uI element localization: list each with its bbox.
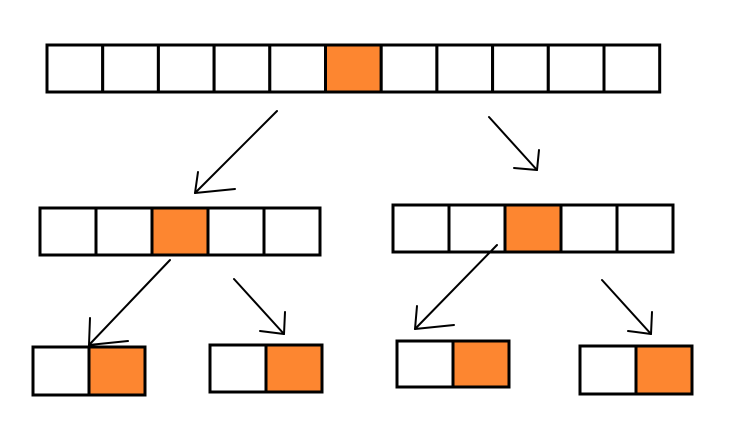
- pivot-cell: [150, 206, 210, 257]
- arrow-shaft: [233, 278, 285, 335]
- array-cell: [101, 43, 160, 94]
- array-cell: [435, 43, 495, 94]
- pivot-cell: [634, 344, 694, 396]
- arrow-head: [194, 171, 199, 194]
- array-cell: [491, 43, 550, 94]
- array-right: [391, 203, 675, 254]
- arrow-shaft: [601, 279, 652, 335]
- arrow-root-to-left: [194, 110, 278, 194]
- array-left-right: [208, 343, 324, 394]
- pivot-cell: [324, 43, 383, 94]
- arrow-head: [414, 324, 455, 330]
- arrow-right-to-right-right: [601, 279, 653, 335]
- array-cell: [391, 203, 451, 254]
- arrow-shaft: [488, 116, 538, 171]
- array-cell: [45, 43, 105, 94]
- arrow-root-to-right: [488, 116, 540, 171]
- arrow-head: [88, 317, 91, 346]
- array-cell: [546, 43, 606, 94]
- array-cell: [31, 345, 91, 397]
- pivot-cell: [503, 203, 563, 254]
- array-cell: [379, 43, 439, 94]
- array-cell: [268, 43, 327, 94]
- array-left: [38, 206, 322, 257]
- array-right-left: [395, 339, 511, 389]
- array-left-left: [31, 345, 147, 397]
- arrow-head: [259, 330, 285, 335]
- array-cell: [212, 43, 272, 94]
- array-cell: [578, 344, 638, 396]
- array-cell: [447, 203, 507, 254]
- array-cell: [206, 206, 266, 257]
- array-cell: [615, 203, 675, 254]
- arrow-head: [536, 149, 540, 171]
- array-cell: [395, 339, 455, 389]
- array-cell: [156, 43, 216, 94]
- arrow-head: [88, 340, 129, 346]
- arrow-head: [283, 311, 286, 335]
- array-cell: [602, 43, 662, 94]
- array-cell: [94, 206, 154, 257]
- pivot-cell: [451, 339, 511, 389]
- arrow-right-to-right-left: [414, 244, 498, 330]
- arrows-layer: [88, 110, 653, 346]
- arrow-head: [414, 305, 418, 330]
- array-cell: [262, 206, 322, 257]
- array-root: [45, 43, 662, 94]
- arrow-head: [650, 311, 653, 335]
- arrow-head: [513, 167, 538, 171]
- arrow-left-to-left-right: [233, 278, 286, 335]
- array-cell: [208, 343, 268, 394]
- pivot-cell: [87, 345, 147, 397]
- arrow-head: [627, 330, 652, 335]
- array-cell: [559, 203, 619, 254]
- arrow-shaft: [414, 244, 498, 330]
- arrow-head: [194, 188, 236, 194]
- array-right-right: [578, 344, 694, 396]
- arrow-left-to-left-left: [88, 259, 171, 346]
- array-cell: [38, 206, 98, 257]
- pivot-cell: [264, 343, 324, 394]
- arrow-shaft: [88, 259, 171, 346]
- arrays-layer: [31, 43, 694, 397]
- arrow-shaft: [194, 110, 278, 194]
